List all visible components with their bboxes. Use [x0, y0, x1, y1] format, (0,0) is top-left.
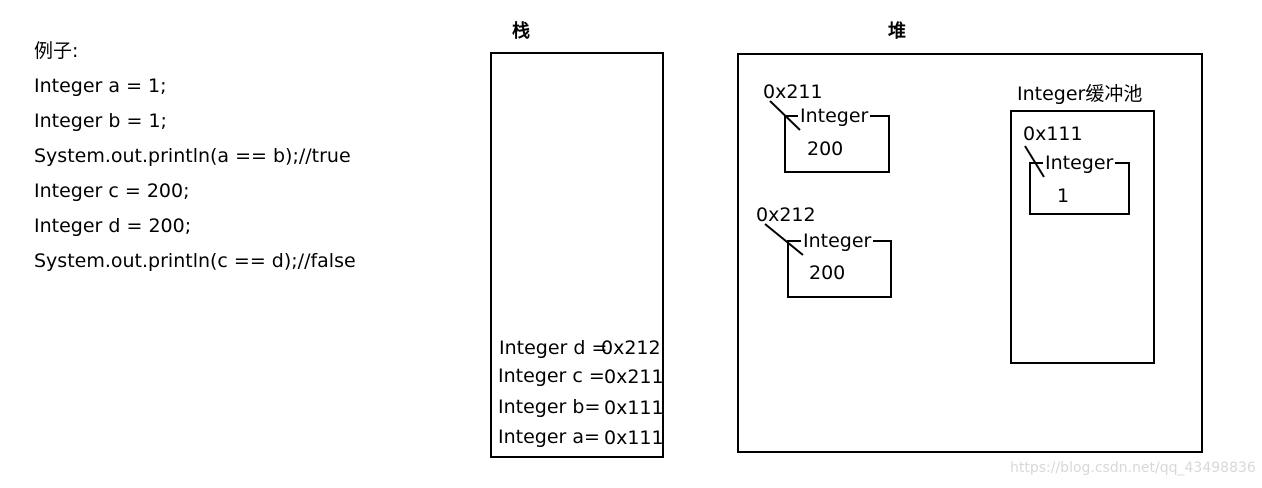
code-line: System.out.println(a == b);//true	[34, 145, 351, 167]
heap-title: 堆	[888, 21, 906, 42]
code-line: Integer a = 1;	[34, 75, 167, 97]
code-line: Integer c = 200;	[34, 180, 190, 202]
stack-entry-addr: 0x111	[604, 427, 664, 449]
heap-object-value: 200	[807, 138, 844, 160]
stack-entry-name: Integer c =	[498, 365, 605, 387]
pool-object-addr: 0x111	[1023, 123, 1083, 145]
code-line: Integer d = 200;	[34, 215, 192, 237]
stack-title: 栈	[512, 21, 530, 42]
stack-entry-addr: 0x212	[601, 337, 661, 359]
code-line: Integer b = 1;	[34, 110, 167, 132]
pool-title: Integer缓冲池	[1017, 83, 1143, 105]
stack-entry-addr: 0x211	[604, 366, 664, 388]
stack-entry-addr: 0x111	[604, 397, 664, 419]
code-line: System.out.println(c == d);//false	[34, 250, 356, 272]
pool-object-type: Integer	[1043, 152, 1116, 174]
watermark: https://blog.csdn.net/qq_43498836	[1010, 460, 1256, 476]
stack-box	[490, 52, 664, 458]
heap-object-type: Integer	[798, 105, 871, 127]
heap-object-type: Integer	[801, 230, 874, 252]
stack-entry-name: Integer a=	[498, 426, 600, 448]
pool-object-value: 1	[1057, 185, 1070, 207]
heap-object-addr: 0x211	[763, 81, 823, 103]
pointer-line	[769, 100, 801, 131]
heap-object-addr: 0x212	[756, 204, 816, 226]
heap-object-value: 200	[809, 262, 846, 284]
stack-entry-name: Integer b=	[498, 396, 601, 418]
pointer-line	[1024, 145, 1045, 178]
pointer-line	[764, 223, 804, 256]
example-heading: 例子:	[34, 40, 79, 62]
stack-entry-name: Integer d =	[499, 337, 608, 359]
